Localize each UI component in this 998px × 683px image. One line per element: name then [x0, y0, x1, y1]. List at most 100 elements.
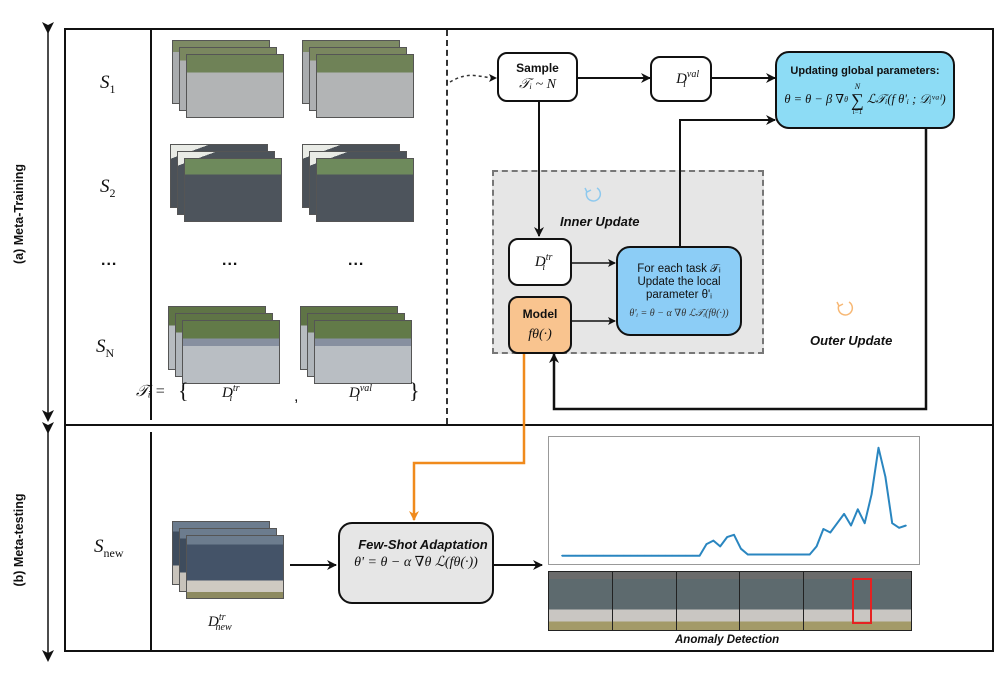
anomaly-score-point	[630, 554, 632, 557]
local-line-1: For each task 𝒯ᵢ	[637, 263, 721, 275]
anomaly-score-point	[691, 554, 694, 557]
outer-update-title: Outer Update	[810, 333, 893, 348]
anomaly-score-point	[857, 508, 859, 511]
clip-stack-sn-val	[300, 306, 420, 388]
anomaly-score-point	[581, 554, 584, 557]
anomaly-score-point	[726, 536, 728, 538]
anomaly-score-point	[877, 447, 880, 449]
local-update-box: For each task 𝒯ᵢ Update the local parame…	[616, 246, 742, 336]
anomaly-score-point	[678, 554, 680, 557]
chart-frame	[548, 436, 920, 565]
anomaly-score-point	[623, 554, 625, 557]
dval-box: Dvali	[650, 56, 712, 102]
clip-stack-sn-train	[168, 306, 288, 388]
dval-label: Dvali	[676, 68, 700, 90]
task-def-lhs: 𝒯ᵢ =	[136, 383, 166, 400]
side-arrows	[42, 22, 54, 662]
clip-stack-s1-val	[302, 40, 422, 122]
anomaly-score-point	[643, 554, 646, 557]
anomaly-score-point	[795, 553, 797, 556]
anomaly-score-point	[609, 554, 611, 557]
strip-frame	[740, 572, 805, 630]
anomaly-score-point	[588, 554, 591, 557]
anomaly-score-point	[712, 539, 715, 542]
anomaly-score-point	[774, 553, 777, 556]
anomaly-score-point	[719, 545, 722, 548]
row-label-s1: S1	[100, 72, 116, 96]
anomaly-score-point	[843, 513, 845, 515]
anomaly-score-point	[815, 545, 818, 548]
anomaly-score-point	[568, 554, 570, 557]
clip-stack-s2-val	[302, 144, 422, 226]
anomaly-score-point	[808, 553, 811, 556]
local-line-3: parameter θ'ᵢ	[645, 289, 712, 301]
model-box: Model fθ(·)	[508, 296, 572, 354]
strip-frame	[549, 572, 613, 630]
anomaly-score-point	[829, 531, 832, 534]
anomaly-score-point	[781, 553, 783, 556]
anomaly-score-point	[574, 554, 577, 557]
strip-frame-anomalous	[804, 572, 911, 630]
anomaly-score-point	[788, 553, 790, 556]
anomaly-score-chart	[548, 436, 920, 565]
anomaly-score-point	[802, 553, 804, 556]
anomaly-score-point	[905, 524, 907, 527]
clip-dots-val: ...	[348, 252, 365, 269]
outer-update-cycle-icon	[836, 301, 854, 316]
anomaly-score-point	[671, 554, 673, 557]
anomaly-score-point	[740, 547, 742, 550]
anomaly-score-point	[664, 554, 666, 557]
row-label-dots: ...	[101, 252, 118, 269]
clip-dots-train: ...	[222, 252, 239, 269]
anomaly-score-point	[705, 543, 708, 545]
model-formula: fθ(·)	[528, 327, 552, 342]
dtr-label: Dtri	[534, 251, 553, 273]
row-label-sn: SN	[96, 336, 115, 360]
strip-frame	[612, 572, 677, 630]
anomaly-score-point	[650, 554, 653, 557]
sample-title: Sample	[516, 61, 559, 75]
anomaly-score-point	[898, 527, 900, 529]
anomaly-bounding-box	[852, 578, 873, 624]
sample-formula: 𝒯ᵢ ~ N	[519, 77, 556, 92]
clip-stack-snew	[172, 521, 292, 603]
row-label-snew: Snew	[94, 536, 124, 560]
global-formula: θ = θ − β ∇θ N ∑ i=1 ℒ𝒯ᵢ(f θ'ᵢ ; 𝒟ᵢᵛᵃˡ)	[784, 81, 946, 116]
local-to-global-arrow	[679, 115, 776, 248]
model-transfer-arrow	[409, 354, 526, 521]
anomaly-score-point	[616, 554, 618, 557]
row-label-divider	[150, 30, 152, 420]
dashed-sample-arrow	[449, 73, 497, 83]
task-dtr: Dtri	[222, 383, 240, 404]
task-close-brace: }	[409, 378, 420, 403]
global-title: Updating global parameters:	[790, 64, 940, 77]
strip-frame	[676, 572, 741, 630]
dataset-divider	[446, 30, 448, 424]
anomaly-score-point	[870, 493, 873, 495]
anomaly-score-point	[602, 554, 605, 557]
anomaly-score-point	[884, 476, 887, 478]
clip-stack-s1-train	[172, 40, 292, 122]
anomaly-score-point	[767, 553, 770, 556]
anomaly-score-point	[561, 554, 563, 557]
anomaly-score-point	[657, 554, 660, 557]
dtr-box: Dtri	[508, 238, 572, 286]
inner-update-title: Inner Update	[560, 214, 640, 229]
anomaly-score-point	[698, 554, 701, 557]
anomaly-score-point	[760, 553, 763, 556]
anomaly-score-point	[733, 534, 735, 536]
anomaly-detection-title: Anomaly Detection	[675, 634, 780, 646]
global-update-box: Updating global parameters: θ = θ − β ∇θ…	[775, 51, 955, 129]
local-line-2: Update the local	[637, 276, 721, 288]
anomaly-score-point	[863, 522, 866, 524]
anomaly-score-point	[891, 522, 894, 524]
meta-testing-panel	[64, 424, 994, 652]
anomaly-score-point	[685, 554, 687, 557]
anomaly-score-point	[746, 553, 749, 556]
row-label-s2: S2	[100, 176, 116, 200]
fewshot-title: Few-Shot Adaptation	[358, 537, 488, 552]
fewshot-adaptation-box: Few-Shot Adaptation θ' = θ − α ∇θ ℒ(fθ(·…	[338, 522, 494, 604]
task-comma: ,	[294, 388, 299, 405]
dnew-label: Dtrnew	[208, 612, 232, 633]
